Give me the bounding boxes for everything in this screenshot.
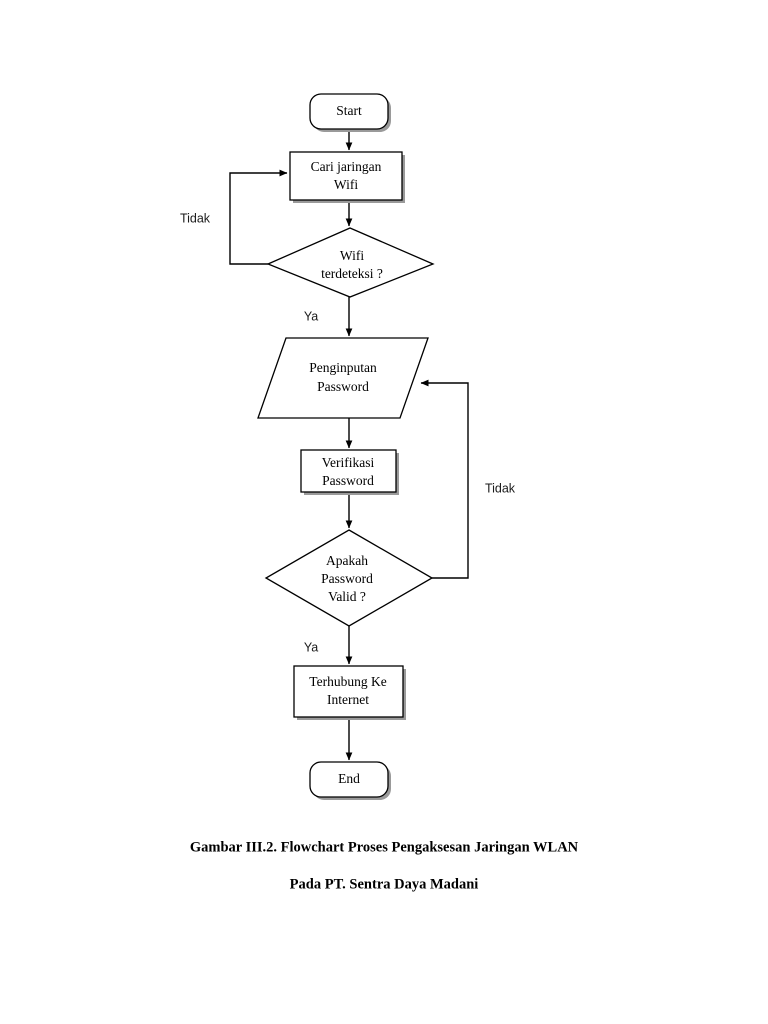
verifikasi-label-line1: Verifikasi	[322, 455, 375, 470]
verifikasi-label-line2: Password	[322, 473, 374, 488]
caption-line-1: Gambar III.2. Flowchart Proses Pengakses…	[190, 839, 579, 855]
end-label: End	[338, 771, 360, 786]
valid-label-line2: Password	[321, 571, 373, 586]
node-verifikasi-password: Verifikasi Password	[300, 449, 399, 495]
valid-label-line1: Apakah	[326, 553, 368, 568]
cari-label-line1: Cari jaringan	[311, 159, 382, 174]
branch-label-wifi-ya: Ya	[304, 309, 318, 323]
input-password-label-line1: Penginputan	[309, 360, 377, 375]
connector-layer	[229, 129, 469, 761]
wifi-check-label-line1: Wifi	[340, 248, 364, 263]
end-shape	[309, 761, 389, 798]
node-terhubung-ke-internet: Terhubung Ke Internet	[293, 665, 406, 720]
valid-shape	[264, 529, 434, 627]
valid-label-line3: Valid ?	[328, 589, 366, 604]
input-password-label-line2: Password	[317, 379, 369, 394]
branch-label-valid-ya: Ya	[304, 640, 318, 654]
connector-wifi-no-loop	[229, 169, 288, 265]
connected-label-line1: Terhubung Ke	[309, 674, 386, 689]
node-wifi-terdeteksi-decision: Wifi terdeteksi ?	[266, 227, 435, 298]
cari-label-line2: Wifi	[334, 177, 358, 192]
wifi-check-label-line2: terdeteksi ?	[321, 266, 383, 281]
wifi-check-shape	[266, 227, 435, 298]
branch-label-valid-tidak: Tidak	[485, 481, 516, 495]
node-start: Start	[309, 93, 391, 132]
connected-label-line2: Internet	[327, 692, 369, 707]
input-password-shape	[257, 337, 429, 419]
branch-label-wifi-tidak: Tidak	[180, 211, 211, 225]
verifikasi-shape	[300, 449, 397, 493]
cari-shape	[289, 151, 403, 201]
start-label: Start	[336, 103, 362, 118]
node-end: End	[309, 761, 391, 800]
caption-line-2: Pada PT. Sentra Daya Madani	[290, 876, 479, 892]
node-penginputan-password: Penginputan Password	[257, 337, 429, 419]
start-shape	[309, 93, 389, 130]
node-password-valid-decision: Apakah Password Valid ?	[264, 529, 434, 627]
connected-shape	[293, 665, 404, 718]
node-cari-jaringan-wifi: Cari jaringan Wifi	[289, 151, 405, 203]
connector-valid-no-loop	[420, 379, 469, 579]
